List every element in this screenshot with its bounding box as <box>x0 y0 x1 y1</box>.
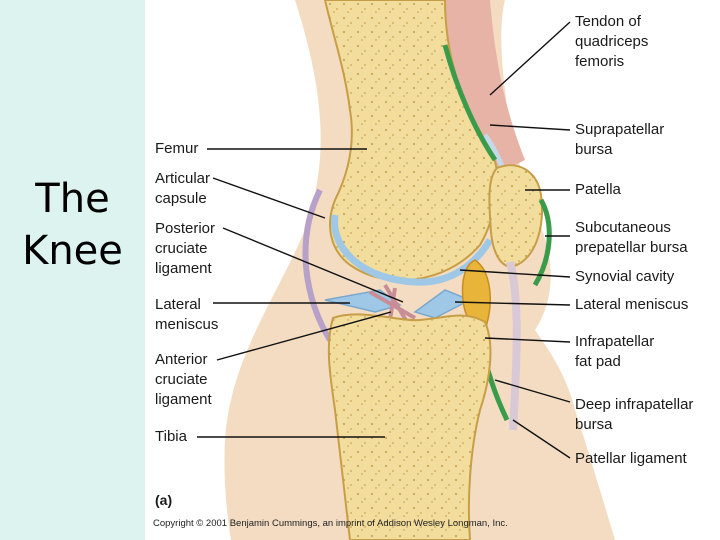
label-anterior-cruciate-ligament: Anterior cruciate ligament <box>155 350 212 410</box>
right-leader-lines <box>454 21 571 459</box>
label-posterior-cruciate-ligament: Posterior cruciate ligament <box>155 219 215 279</box>
leader-articular-capsule <box>212 177 326 219</box>
label-line: Anterior <box>155 351 208 368</box>
label-deep-infrapatellar-bursa: Deep infrapatellar bursa <box>575 395 693 435</box>
leader-quadriceps <box>489 21 571 96</box>
left-leader-lines <box>197 148 404 438</box>
label-line: ligament <box>155 260 212 277</box>
leader-patellar-ligament <box>512 419 571 459</box>
slide-title-line: The <box>35 175 110 222</box>
slide-title-line: Knee <box>22 227 123 274</box>
label-line: Tendon of <box>575 13 641 30</box>
copyright-notice: Copyright © 2001 Benjamin Cummings, an i… <box>153 518 508 529</box>
leader-suprapatellar <box>489 124 571 131</box>
label-line: Synovial cavity <box>575 268 675 285</box>
patellar-ligament <box>506 260 521 431</box>
label-line: prepatellar bursa <box>575 239 688 256</box>
label-line: femoris <box>575 53 625 70</box>
label-line: Lateral <box>155 296 201 313</box>
label-subcutaneous-prepatellar-bursa: Subcutaneous prepatellar bursa <box>575 218 688 258</box>
label-line: bursa <box>575 416 613 433</box>
quadriceps-tendon <box>430 0 525 175</box>
slide-title: The Knee <box>0 173 145 277</box>
label-lateral-meniscus-right: Lateral meniscus <box>575 295 688 315</box>
label-line: Deep infrapatellar <box>575 396 694 413</box>
prepatellar-bursa <box>532 198 552 287</box>
label-line: Posterior <box>155 220 216 237</box>
lateral-meniscus-shape <box>324 289 402 313</box>
label-line: Articular <box>155 170 211 187</box>
suprapatellar-bursa <box>442 44 498 162</box>
label-line: meniscus <box>155 316 219 333</box>
label-line: Tibia <box>155 428 187 445</box>
label-line: Infrapatellar <box>575 333 655 350</box>
label-tendon-of-quadriceps-femoris: Tendon of quadriceps femoris <box>575 12 648 72</box>
label-line: bursa <box>575 141 613 158</box>
label-line: Patellar ligament <box>575 450 687 467</box>
label-line: Subcutaneous <box>575 219 671 236</box>
label-patella: Patella <box>575 180 621 200</box>
label-line: Femur <box>155 140 199 157</box>
knee-illustration <box>197 0 615 540</box>
label-line: Suprapatellar <box>575 121 665 138</box>
label-femur: Femur <box>155 139 198 159</box>
label-line: Patella <box>575 181 621 198</box>
leader-fat-pad <box>484 337 571 343</box>
leader-lateral-meniscus-right <box>454 301 571 306</box>
label-synovial-cavity: Synovial cavity <box>575 267 674 287</box>
tibia-bone <box>327 313 492 540</box>
leader-posterior-cruciate <box>222 227 404 303</box>
knee-diagram: Femur Articular capsule Posterior crucia… <box>145 0 720 540</box>
label-tibia: Tibia <box>155 427 187 447</box>
panel-label: (a) <box>155 492 173 508</box>
label-line: cruciate <box>155 240 208 257</box>
label-line: Lateral meniscus <box>575 296 689 313</box>
label-patellar-ligament: Patellar ligament <box>575 449 687 469</box>
label-articular-capsule: Articular capsule <box>155 169 210 209</box>
label-suprapatellar-bursa: Suprapatellar bursa <box>575 120 664 160</box>
label-lateral-meniscus-left: Lateral meniscus <box>155 295 218 335</box>
leader-synovial <box>459 269 571 278</box>
label-line: ligament <box>155 391 212 408</box>
title-sidebar: The Knee <box>0 0 145 540</box>
leader-anterior-cruciate <box>216 311 392 361</box>
label-line: cruciate <box>155 371 208 388</box>
cruciate-ligaments <box>368 283 417 324</box>
label-line: quadriceps <box>575 33 649 50</box>
label-infrapatellar-fat-pad: Infrapatellar fat pad <box>575 332 654 372</box>
leader-deep-bursa <box>494 379 571 403</box>
label-line: fat pad <box>575 353 621 370</box>
label-line: capsule <box>155 190 207 207</box>
joint-capsule <box>302 188 333 342</box>
